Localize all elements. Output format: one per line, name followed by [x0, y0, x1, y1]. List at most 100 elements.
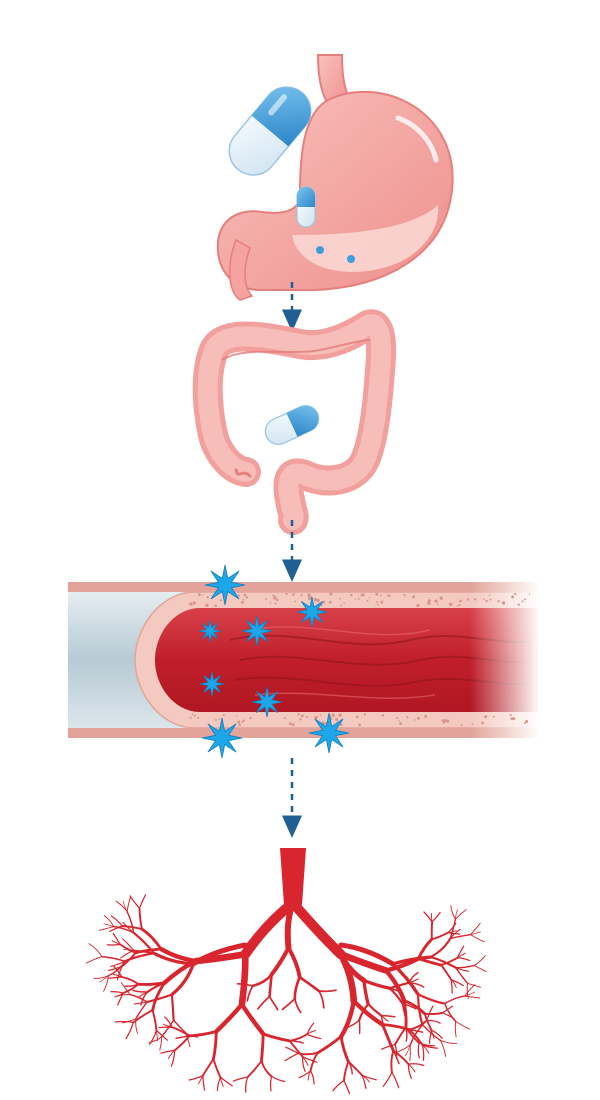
- capillary-branch: [246, 1060, 263, 1078]
- capillary-branch: [170, 962, 195, 997]
- vessel-wall-texture: [189, 592, 531, 727]
- capillary-branch: [464, 991, 475, 997]
- wall-speckle: [417, 716, 420, 720]
- wall-speckle: [460, 724, 463, 727]
- drug-particle: [316, 246, 324, 254]
- capillary-branch: [281, 997, 296, 1011]
- capillary-branch: [454, 909, 467, 920]
- capillary-branch: [405, 1044, 411, 1056]
- wall-speckle: [510, 716, 514, 721]
- wall-speckle: [242, 719, 245, 722]
- capillary-branch: [160, 1049, 176, 1054]
- wall-speckle: [214, 604, 217, 607]
- wall-speckle: [375, 592, 379, 596]
- capillary-branch: [470, 934, 485, 943]
- capillary-branch: [129, 895, 141, 909]
- capillary-branch: [447, 922, 457, 934]
- capillary-branch: [306, 1030, 316, 1035]
- capillary-branch: [430, 931, 449, 941]
- capillary-branch: [426, 1005, 434, 1022]
- capillary-branch: [450, 905, 456, 920]
- capillary-branch: [111, 940, 121, 945]
- wall-speckle: [299, 718, 302, 721]
- capillary-branch: [88, 943, 103, 958]
- capillary-branch: [380, 1014, 396, 1018]
- capillary-branch: [103, 975, 109, 992]
- wall-speckle: [424, 714, 428, 718]
- capillary-branch: [103, 923, 115, 927]
- capillary-branch: [132, 1009, 154, 1024]
- capillary-branch: [261, 1032, 292, 1043]
- capillary-branch: [444, 995, 466, 1005]
- wall-speckle: [339, 723, 343, 727]
- capillary-branch: [301, 1056, 306, 1072]
- capillary-branch: [454, 1020, 457, 1038]
- capillary-branch: [110, 960, 126, 967]
- capillary-branch: [380, 1015, 389, 1022]
- capillary-branch: [123, 948, 135, 951]
- capillary-branch: [338, 951, 367, 983]
- absorption-spark-icon: [296, 596, 328, 628]
- capillary-branch: [470, 931, 481, 935]
- capillary-branch: [125, 1021, 134, 1040]
- capillary-branch: [392, 1049, 400, 1065]
- capillary-branch: [117, 992, 124, 1006]
- wall-speckle: [331, 713, 335, 718]
- capillary-branch: [293, 997, 302, 1014]
- capillary-branch: [358, 1002, 370, 1022]
- capillary-branch: [171, 1026, 191, 1037]
- capillary-branch: [120, 982, 131, 995]
- wall-speckle: [324, 723, 326, 725]
- blood-vessel-stage: [68, 564, 540, 759]
- drug-particle: [347, 255, 355, 263]
- capillary-branch: [132, 989, 149, 993]
- capillary-branch: [421, 1044, 425, 1061]
- wall-speckle: [357, 598, 360, 600]
- capillary-branch: [162, 1023, 173, 1028]
- wall-speckle: [399, 722, 402, 725]
- wall-speckle: [458, 603, 461, 606]
- wall-speckle: [446, 719, 450, 723]
- capillary-branch: [269, 1075, 273, 1092]
- capillary-branch: [346, 1019, 361, 1028]
- capillary-branch: [285, 1046, 299, 1054]
- capillary-branch: [455, 909, 459, 920]
- capillary-branch: [288, 1033, 308, 1042]
- capillary-branch: [138, 894, 147, 909]
- wall-speckle: [484, 715, 488, 719]
- capillary-branch: [394, 1044, 411, 1054]
- capillary-branch: [293, 975, 302, 1001]
- wall-speckle: [358, 723, 361, 727]
- wall-speckle: [377, 604, 379, 606]
- capillary-branch: [126, 895, 132, 913]
- wall-speckle: [381, 714, 384, 717]
- wall-speckle: [488, 594, 491, 596]
- capillary-branch: [158, 946, 198, 964]
- capillary-branch: [251, 973, 273, 988]
- wall-speckle: [517, 603, 520, 606]
- wall-speckle: [439, 596, 443, 600]
- capillary-branch: [408, 1028, 424, 1046]
- wall-speckle: [434, 599, 438, 603]
- capillary-branch: [338, 942, 396, 967]
- capillary-branch: [197, 1074, 204, 1085]
- capillary-trunk: [280, 848, 306, 905]
- wall-speckle: [459, 599, 462, 603]
- capillary-branch: [239, 1002, 266, 1037]
- wall-speckle: [237, 594, 240, 597]
- absorption-spark-icon: [204, 564, 246, 606]
- capillary-branch: [135, 1018, 138, 1034]
- capillary-branch: [286, 945, 302, 980]
- capillary-branch: [417, 993, 424, 1026]
- capillary-branch: [430, 1029, 443, 1039]
- capillary-branch: [123, 952, 156, 963]
- capillary-branch: [361, 1074, 367, 1090]
- capillary-branch: [122, 900, 128, 912]
- wall-speckle: [398, 719, 400, 722]
- capillary-branch: [449, 918, 457, 940]
- wall-speckle: [355, 715, 359, 719]
- intestine-band: [221, 339, 371, 361]
- capillary-branch: [457, 945, 465, 959]
- capillary-branch: [347, 1060, 353, 1075]
- wall-speckle: [427, 602, 430, 604]
